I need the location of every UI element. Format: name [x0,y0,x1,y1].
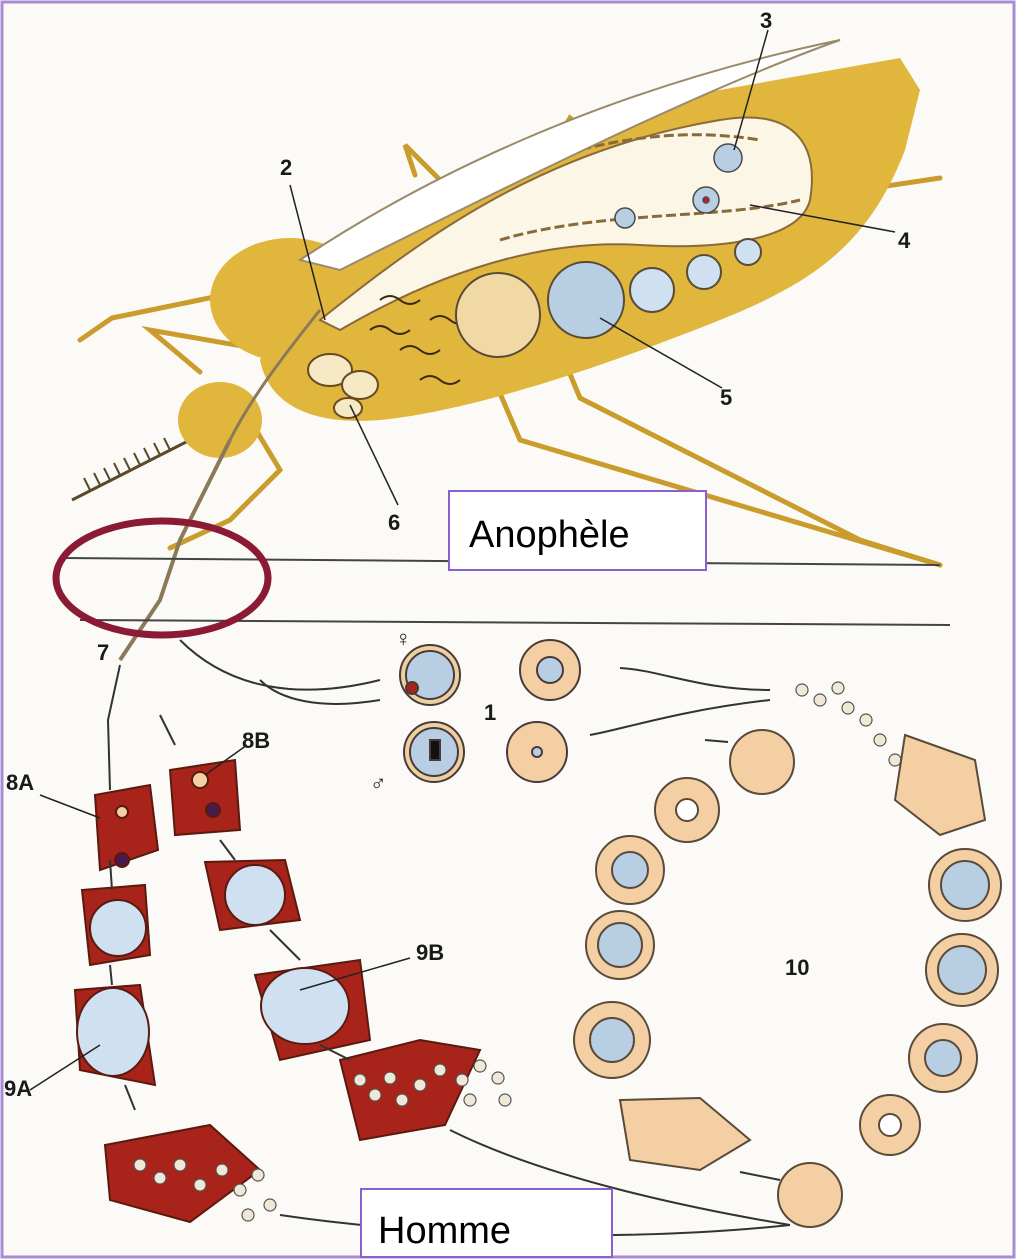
female-symbol: ♀ [395,626,412,651]
label-8b: 8B [242,728,270,753]
label-8a: 8A [6,770,34,795]
label-10: 10 [785,955,809,980]
label-5: 5 [720,385,732,410]
label-9b: 9B [416,940,444,965]
label-4: 4 [898,228,911,253]
label-1: 1 [484,700,496,725]
label-9a: 9A [4,1076,32,1101]
label-3: 3 [760,8,772,33]
mosquito-label: Anophèle [469,514,630,556]
male-symbol: ♂ [370,770,387,795]
label-6: 6 [388,510,400,535]
label-7: 7 [97,640,109,665]
human-label: Homme [378,1210,511,1252]
label-2: 2 [280,155,292,180]
